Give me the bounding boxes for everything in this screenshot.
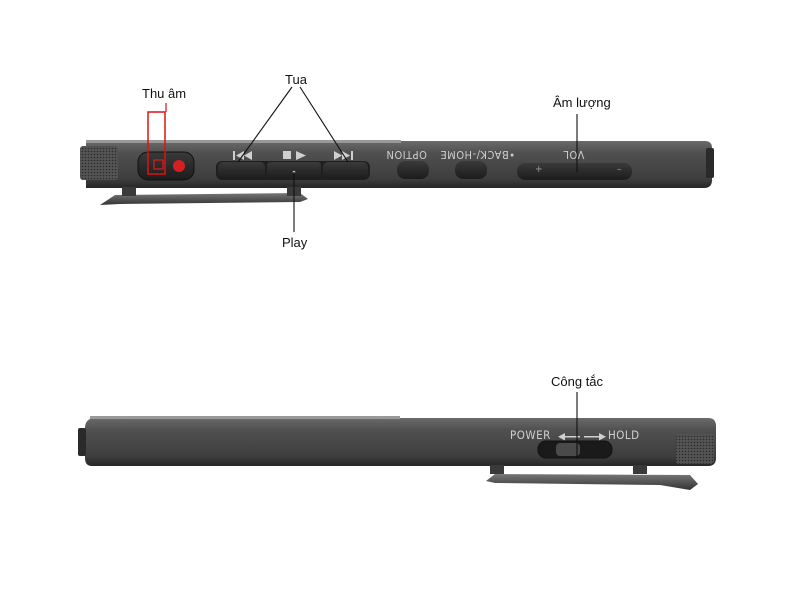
switch-direction-arrows-icon: [558, 433, 606, 441]
callout-seek: Tua: [285, 72, 307, 87]
callout-record: Thu âm: [142, 86, 187, 101]
leader-seek-right: [299, 86, 349, 163]
vol-plus-label: +: [535, 164, 544, 175]
device-bottom-edge-highlight: [90, 416, 400, 419]
fast-forward-button[interactable]: [323, 162, 368, 179]
microphone-grille-left-icon: [80, 146, 118, 180]
device-bottom-body: [85, 418, 716, 466]
clip-hinge-bottom-right: [633, 465, 647, 474]
option-label: OPTION: [386, 148, 427, 161]
vol-minus-label: –: [617, 164, 622, 175]
volume-rocker[interactable]: [517, 163, 632, 180]
option-button[interactable]: [397, 161, 429, 179]
belt-clip-bottom: [486, 474, 698, 490]
back-home-button[interactable]: [455, 161, 487, 179]
stop-play-icon: [283, 151, 306, 160]
device-top-edge-highlight: [86, 140, 401, 143]
power-label: POWER: [510, 428, 551, 442]
vol-label: VOL: [563, 148, 585, 161]
rewind-button[interactable]: [218, 162, 265, 179]
callout-switch: Công tắc: [551, 374, 604, 389]
rewind-icon: [233, 151, 252, 160]
record-dot-icon: [173, 160, 185, 172]
play-button[interactable]: [267, 162, 321, 179]
fast-forward-icon: [334, 151, 353, 160]
callout-leaders: [237, 86, 578, 458]
record-highlight-box: [147, 111, 166, 175]
side-connector: [706, 148, 714, 178]
callout-volume: Âm lượng: [553, 95, 611, 110]
switch-knob[interactable]: [556, 443, 580, 456]
side-connector-bottom: [78, 428, 86, 456]
microphone-grille-right-icon: [676, 434, 714, 464]
back-home-label: •BACK/-HOME: [440, 148, 516, 161]
belt-clip: [100, 193, 308, 205]
callout-play: Play: [282, 235, 308, 250]
device-top-view: [80, 140, 714, 205]
record-stop-square-icon: [153, 159, 164, 170]
record-button[interactable]: [137, 151, 195, 181]
clip-hinge-bottom-left: [490, 465, 504, 474]
clip-hinge-left: [122, 187, 136, 196]
device-bottom-view: [78, 416, 716, 490]
leader-seek-left: [237, 86, 293, 163]
hold-label: HOLD: [608, 428, 640, 442]
